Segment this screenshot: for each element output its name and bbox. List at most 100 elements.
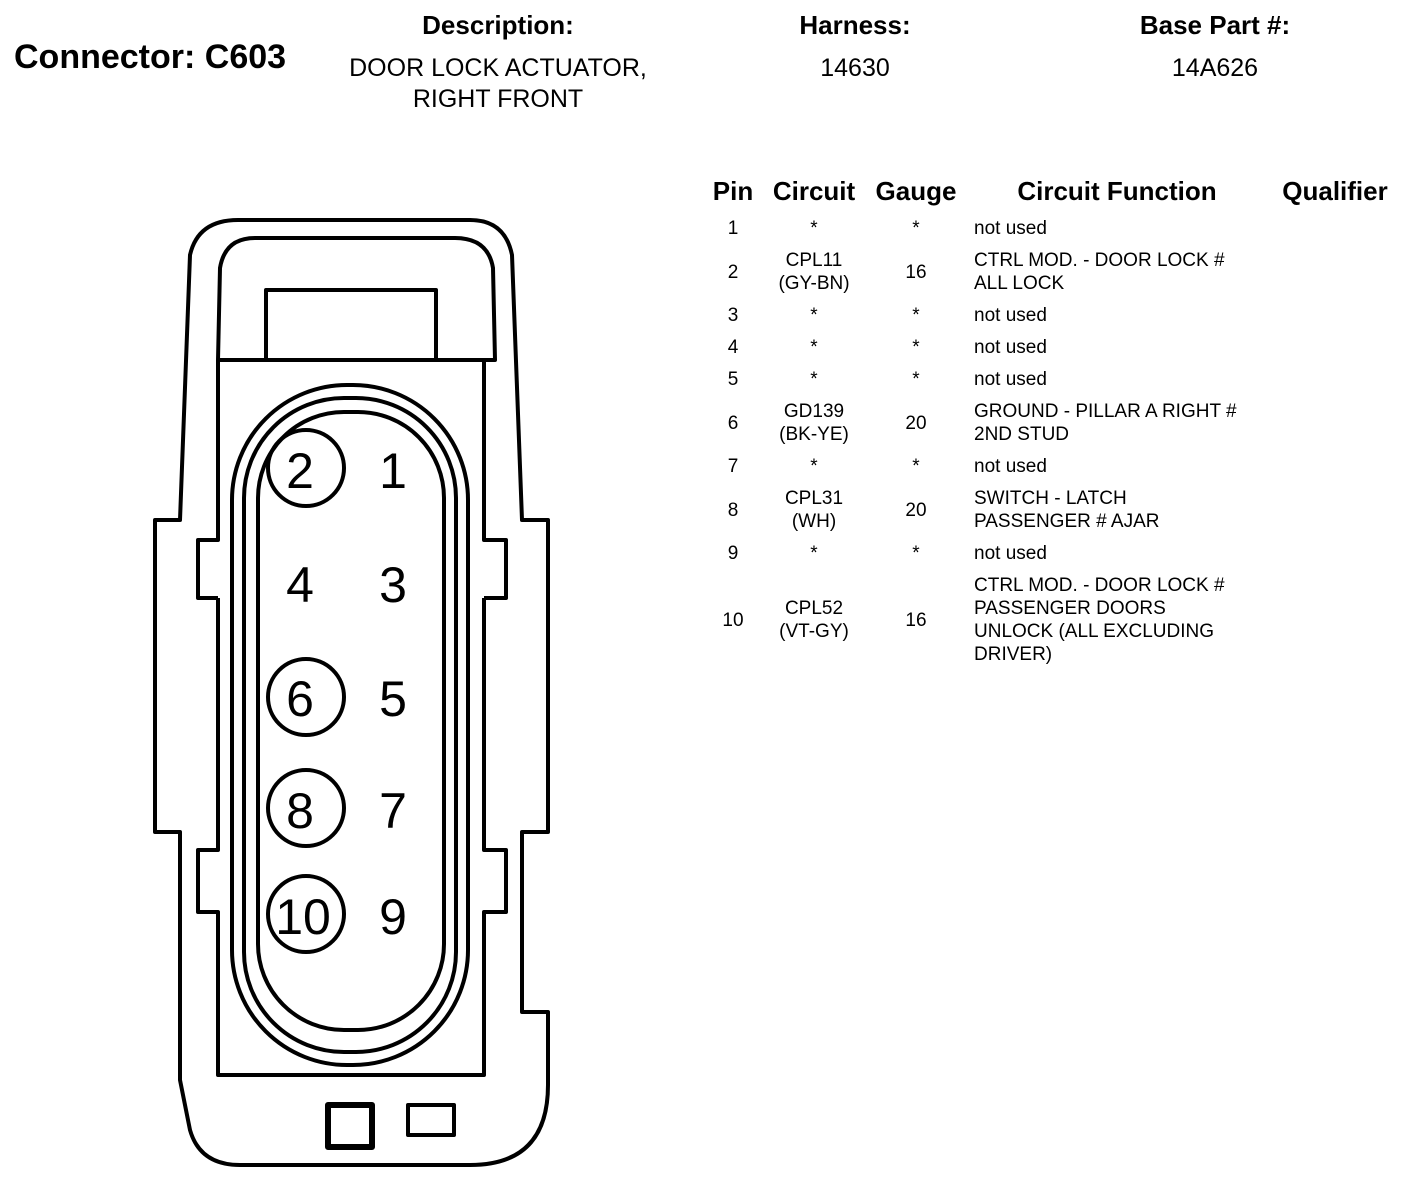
- cell-pin: 6: [727, 412, 739, 434]
- circuit-line: *: [810, 543, 818, 564]
- base-part-value: 14A626: [1171, 54, 1259, 82]
- cell-circuit-function: not used: [964, 217, 1270, 249]
- pin-label-6: 6: [286, 671, 314, 727]
- function-line: GROUND - PILLAR A RIGHT #: [974, 401, 1237, 422]
- circuit-line: *: [810, 218, 818, 239]
- cell-circuit-function: GROUND - PILLAR A RIGHT #2ND STUD: [964, 400, 1270, 455]
- connector-title: Connector: C603: [14, 38, 287, 76]
- connector-housing-inner: [216, 236, 497, 362]
- header-pin: Pin: [712, 176, 754, 206]
- pin-ring-8: [266, 768, 346, 848]
- circuit-line: CPL52: [784, 598, 844, 619]
- function-line: DRIVER): [974, 644, 1053, 665]
- cell-pin: 4: [727, 337, 739, 358]
- cell-pin: 1: [727, 218, 739, 239]
- latch-window: [264, 288, 438, 362]
- pin-label-2: 2: [286, 443, 314, 499]
- description-label: Description:: [422, 10, 574, 40]
- table-row: 7 * * not used: [706, 455, 1400, 487]
- cell-gauge: *: [912, 456, 920, 477]
- circuit-line: (BK-YE): [779, 424, 849, 445]
- cell-pin: 9: [727, 543, 739, 564]
- circuit-line: CPL31: [784, 488, 844, 509]
- pin-ring-10: [266, 874, 346, 954]
- harness-value: 14630: [820, 54, 890, 82]
- cell-qualifier: [1270, 542, 1400, 574]
- cell-circuit: CPL11(GY-BN): [760, 249, 868, 304]
- cell-circuit: *: [760, 217, 868, 249]
- function-line: not used: [974, 218, 1047, 239]
- cell-gauge: *: [912, 543, 920, 564]
- function-line: not used: [974, 456, 1047, 477]
- cell-qualifier: [1270, 400, 1400, 455]
- cell-gauge: 16: [905, 609, 927, 631]
- cell-pin: 7: [727, 456, 739, 477]
- side-notch-left-bottom: [196, 598, 400, 1077]
- cell-circuit-function: not used: [964, 336, 1270, 368]
- cell-gauge: *: [912, 218, 920, 239]
- cell-qualifier: [1270, 455, 1400, 487]
- cell-gauge: 20: [905, 499, 927, 521]
- circuit-line: (GY-BN): [778, 273, 850, 294]
- circuit-line: (WH): [791, 511, 837, 532]
- key-slot-left: [325, 1102, 375, 1150]
- cell-circuit: CPL52(VT-GY): [760, 574, 868, 675]
- table-row: 2 CPL11(GY-BN) 16 CTRL MOD. - DOOR LOCK #AL…: [706, 249, 1400, 304]
- cell-pin: 2: [727, 261, 739, 283]
- header-gauge: Gauge: [875, 176, 957, 206]
- cell-gauge: *: [912, 337, 920, 358]
- circuit-line: GD139: [783, 401, 845, 422]
- cell-circuit-function: not used: [964, 368, 1270, 400]
- cell-pin: 8: [727, 499, 739, 521]
- header-qualifier: Qualifier: [1282, 176, 1388, 206]
- cell-circuit-function: not used: [964, 455, 1270, 487]
- pin-ring-6: [266, 657, 346, 737]
- pin-label-4: 4: [286, 557, 314, 613]
- key-slot-right: [406, 1103, 456, 1137]
- table-row: 3**not used: [706, 304, 1400, 336]
- circuit-line: *: [810, 337, 818, 358]
- circuit-line: (VT-GY): [779, 621, 849, 642]
- connector-face-diagram: 2 1 4 3 6 5 8 7 10 9: [153, 218, 550, 1167]
- cell-qualifier: [1270, 249, 1400, 304]
- description-block: Description: DOOR LOCK ACTUATOR, RIGHT F…: [330, 10, 666, 115]
- cell-circuit: GD139(BK-YE): [760, 400, 868, 455]
- function-line: UNLOCK (ALL EXCLUDING: [974, 621, 1215, 642]
- cell-circuit: *: [760, 542, 868, 574]
- pin-label-8: 8: [286, 783, 314, 839]
- pin-label-7: 7: [379, 783, 407, 839]
- function-line: not used: [974, 543, 1047, 564]
- cell-pin: 10: [722, 609, 744, 631]
- table-row: 1 * * not used: [706, 217, 1400, 249]
- cell-qualifier: [1270, 336, 1400, 368]
- header-circuit: Circuit: [772, 176, 856, 206]
- function-line: not used: [974, 337, 1047, 358]
- cavity-insert: [256, 410, 446, 1032]
- cell-qualifier: [1270, 304, 1400, 336]
- cell-gauge: 20: [905, 412, 927, 434]
- pin-label-3: 3: [379, 557, 407, 613]
- cell-gauge: *: [912, 369, 920, 390]
- pin-label-1: 1: [379, 443, 407, 499]
- description-line: RIGHT FRONT: [412, 85, 584, 113]
- cell-qualifier: [1270, 217, 1400, 249]
- description-line: DOOR LOCK ACTUATOR,: [349, 54, 647, 82]
- table-row: 5**not used: [706, 368, 1400, 400]
- side-notch-right-top: [482, 360, 508, 600]
- circuit-line: *: [810, 369, 818, 390]
- base-part-label: Base Part #:: [1139, 10, 1291, 40]
- function-line: ALL LOCK: [974, 273, 1065, 294]
- seal-ring-outer: [230, 383, 470, 1067]
- cell-circuit-function: CTRL MOD. - DOOR LOCK #ALL LOCK: [964, 249, 1270, 304]
- cell-circuit: *: [760, 304, 868, 336]
- circuit-line: *: [810, 305, 818, 326]
- cell-circuit: *: [760, 455, 868, 487]
- seal-ring-middle: [242, 396, 458, 1054]
- cell-pin: 3: [727, 305, 739, 326]
- table-row: 4 * * not used: [706, 336, 1400, 368]
- cell-circuit: *: [760, 368, 868, 400]
- cell-qualifier: [1270, 487, 1400, 542]
- cell-gauge: 16: [905, 261, 927, 283]
